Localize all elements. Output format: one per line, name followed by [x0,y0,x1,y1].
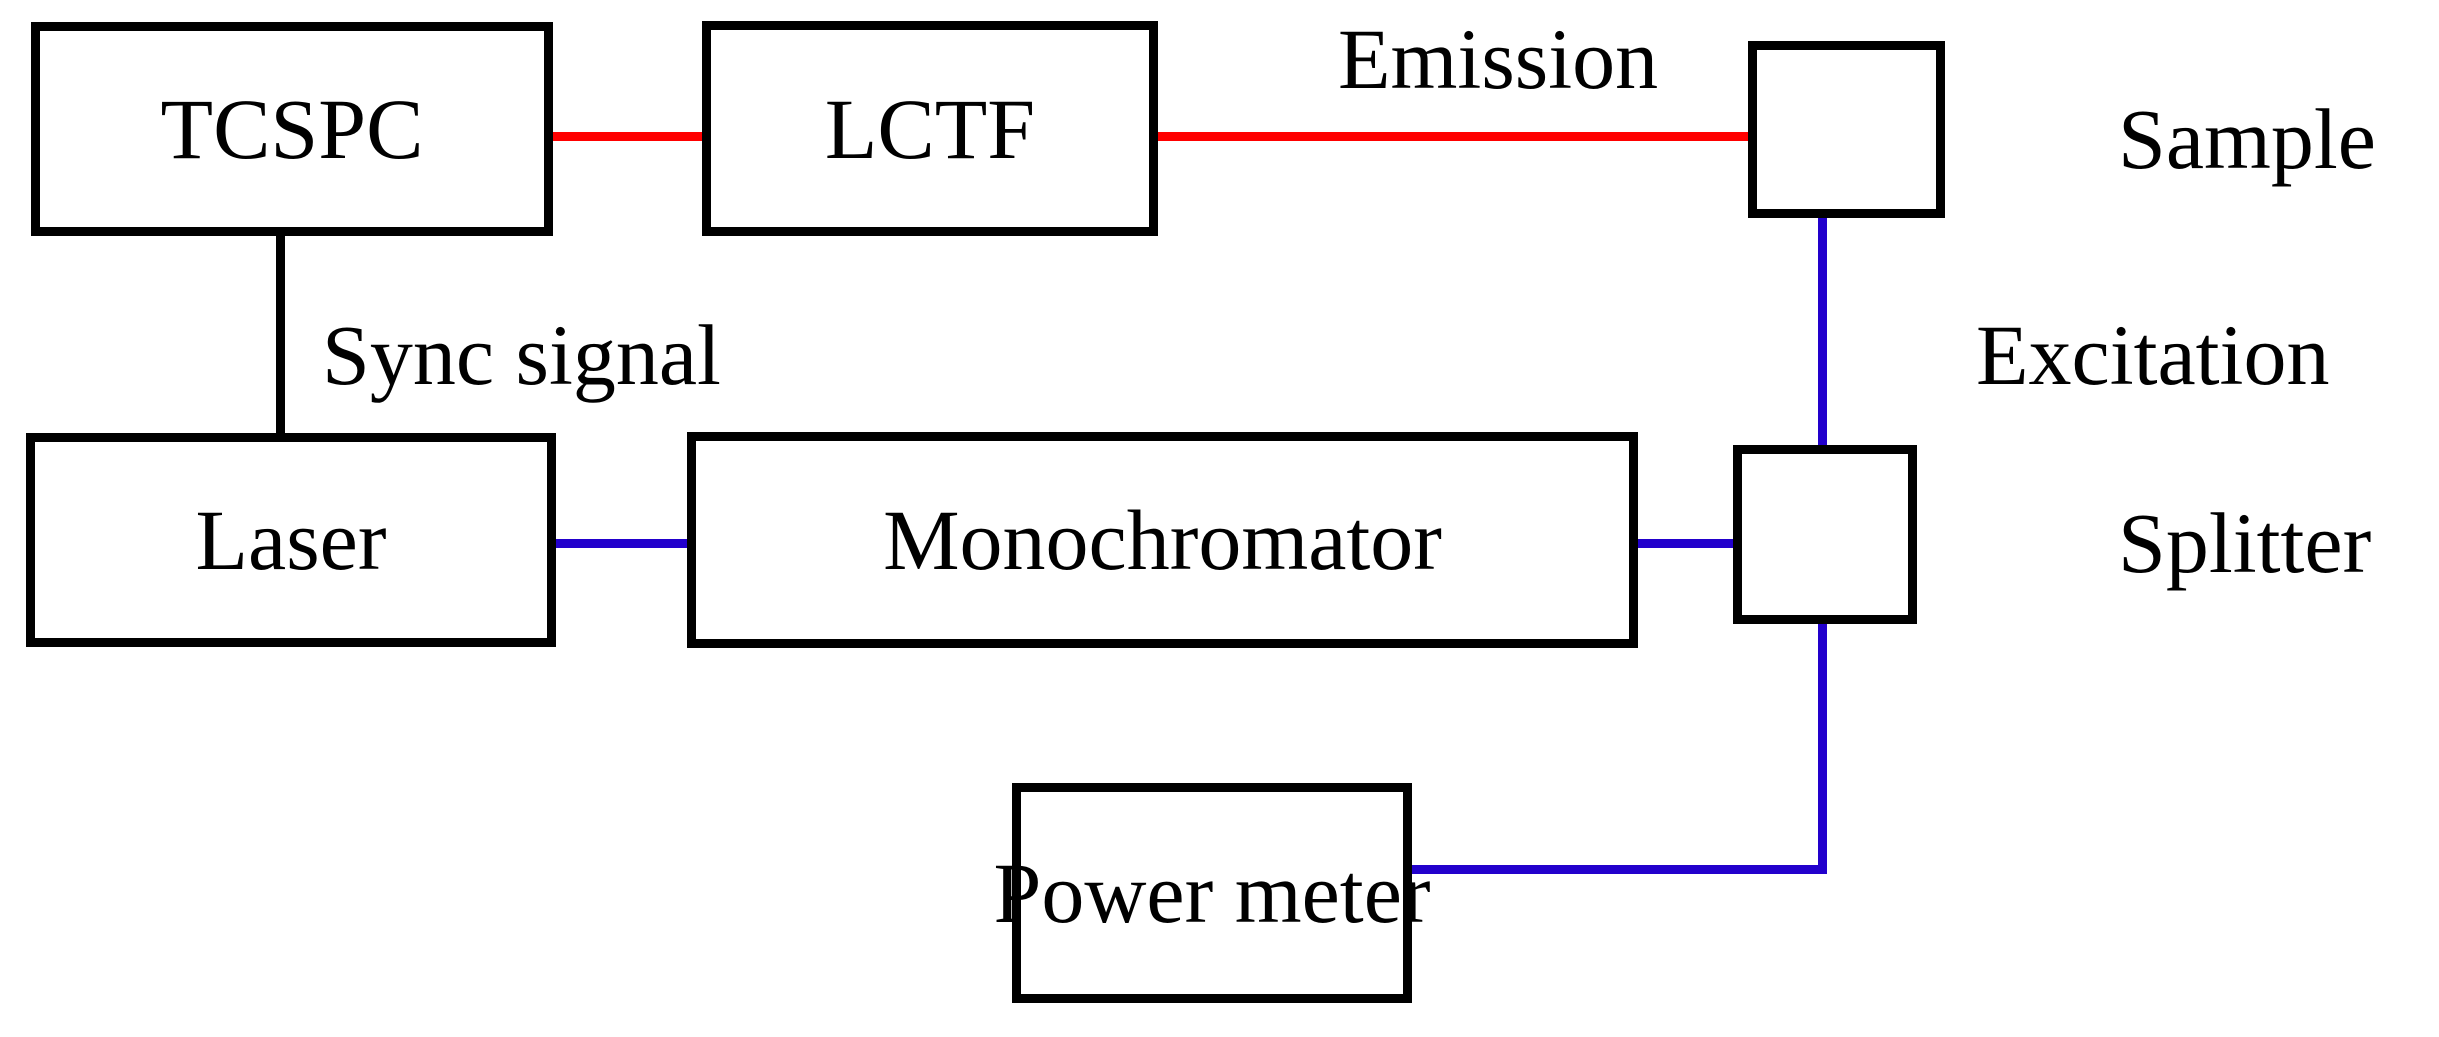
connector-monochromator-to-splitter [1634,539,1739,548]
node-power-meter[interactable]: Power meter [994,783,1431,1003]
edge-label-excitation: Excitation [1976,307,2330,403]
connector-tcspc-to-lctf-emission [549,132,709,141]
node-lctf[interactable]: LCTF [702,21,1158,236]
edge-label-sample: Sample [2118,91,2376,187]
node-sample[interactable] [1748,41,1945,218]
node-tcspc[interactable]: TCSPC [31,22,553,236]
edge-label-splitter: Splitter [2118,495,2372,591]
connector-tcspc-to-laser-sync [276,230,285,440]
edge-label-emission: Emission [1338,11,1659,107]
node-laser[interactable]: Laser [26,433,556,647]
connector-lctf-to-sample-emission [1154,132,1754,141]
connector-splitter-to-power-meter [1404,865,1827,874]
connector-splitter-down-segment [1818,618,1827,874]
node-splitter[interactable] [1733,445,1917,624]
node-monochromator-label: Monochromator [883,492,1442,588]
connector-laser-to-monochromator [552,539,693,548]
node-laser-label: Laser [195,492,387,588]
node-tcspc-label: TCSPC [160,81,424,177]
node-lctf-label: LCTF [824,80,1036,177]
edge-label-sync-signal: Sync signal [322,307,721,403]
node-power-meter-label: Power meter [993,845,1431,941]
node-monochromator[interactable]: Monochromator [687,432,1638,648]
connector-sample-to-splitter-excitation [1818,212,1827,452]
